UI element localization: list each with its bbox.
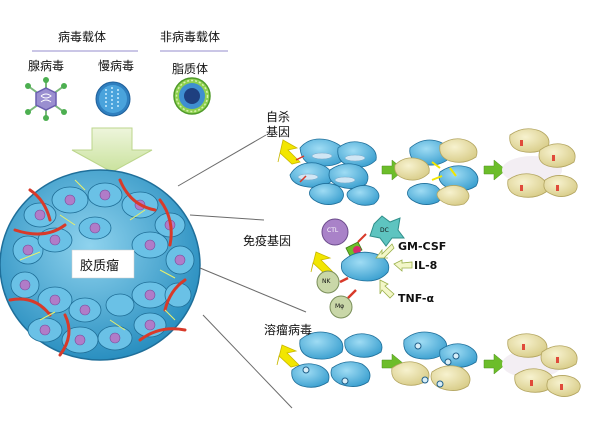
green-arrow-icon: [483, 159, 507, 181]
tumor-label-box: [71, 249, 135, 279]
suicide-gene-label: 自杀 基因: [266, 110, 291, 139]
lentivirus-label: 慢病毒: [98, 59, 135, 73]
ctl-cell-icon: [321, 218, 349, 246]
yellow-arrow-icon: [276, 344, 300, 368]
secretion-arrow-icon: [393, 259, 413, 272]
liposome-icon: [173, 77, 211, 115]
tumor-mass: [0, 169, 201, 361]
tumor-cell-icon: [340, 251, 390, 282]
glioma-label: 胶质瘤: [80, 259, 120, 274]
dc-label: DC: [380, 227, 389, 234]
macrophage-cell-icon: [329, 295, 353, 319]
cytokine-gm-csf: GM-CSF: [398, 240, 447, 253]
secretion-arrow-icon: [379, 279, 395, 299]
nk-label: NK: [322, 278, 331, 285]
dc-cell-icon: [369, 215, 405, 247]
suicide-gene-panel: [277, 128, 578, 206]
liposome-label: 脂质体: [172, 62, 209, 76]
delivery-arrow: [71, 127, 153, 173]
yellow-arrow-icon: [277, 139, 301, 165]
immune-gene-label: 免疫基因: [243, 234, 292, 248]
immune-gene-panel: [310, 215, 413, 319]
ctl-label: CTL: [327, 227, 339, 234]
green-arrow-icon: [483, 353, 507, 375]
nk-cell-icon: [316, 270, 340, 294]
connector-lines: [177, 134, 307, 409]
adenovirus-icon: [25, 77, 67, 121]
cytokine-tnf-alpha: TNF-α: [398, 292, 435, 305]
macrophage-label: Mφ: [335, 303, 345, 310]
nonviral-vector-header: 非病毒载体: [160, 30, 221, 44]
oncolytic-virus-panel: [276, 331, 581, 397]
adenovirus-label: 腺病毒: [28, 59, 65, 73]
secretion-arrow-icon: [375, 243, 395, 259]
lentivirus-icon: [95, 81, 131, 117]
viral-vector-header: 病毒载体: [58, 30, 107, 44]
oncolytic-virus-label: 溶瘤病毒: [264, 323, 313, 337]
cytokine-il-8: IL-8: [414, 259, 438, 272]
